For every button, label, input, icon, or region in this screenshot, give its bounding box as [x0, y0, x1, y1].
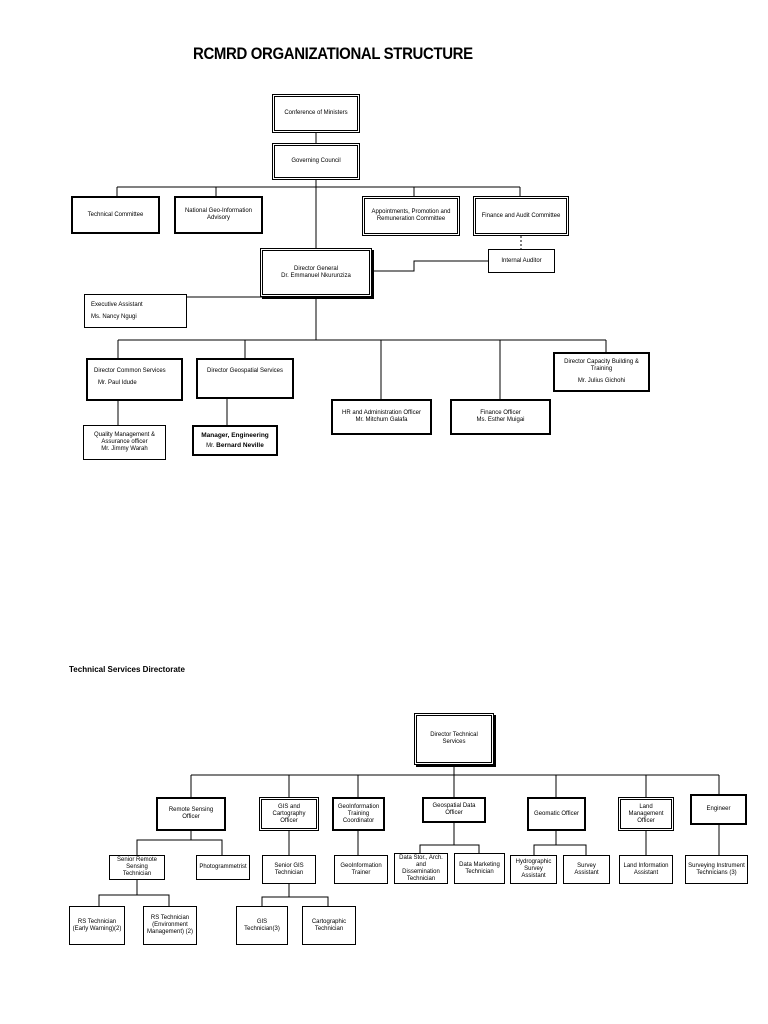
land-info-label: Land Information Assistant [623, 862, 669, 876]
director-general-box: Director General Dr. Emmanuel Nkurunziza [260, 248, 372, 297]
rs-early-label: RS Technician (Early Warning)(2) [72, 918, 122, 932]
page-title: RCMRD ORGANIZATIONAL STRUCTURE [193, 44, 473, 63]
council-label: Governing Council [291, 158, 341, 164]
survey-assistant-label: Survey Assistant [574, 862, 599, 876]
dg-name: Dr. Emmanuel Nkurunziza [281, 272, 351, 279]
geospatial-title: Director Geospatial Services [206, 368, 284, 374]
senior-gis-label: Senior GIS Technician [274, 862, 304, 876]
eng-name-row: Mr. Bernard Neville [206, 442, 264, 450]
eng-title: Manager, Engineering [201, 431, 269, 439]
conference-label: Conference of Ministers [284, 110, 348, 116]
data-marketing-technician-box: Data Marketing Technician [454, 853, 505, 884]
geospatial-data-officer-box: Geospatial Data Officer [422, 797, 486, 823]
data-storage-label: Data Stor., Arch. and Dissemination Tech… [399, 854, 443, 882]
governing-council-box: Governing Council [272, 143, 360, 180]
exec-title: Executive Assistant [91, 301, 143, 308]
geomatic-officer-box: Geomatic Officer [527, 797, 586, 831]
rs-technician-early-warning-box: RS Technician (Early Warning)(2) [69, 906, 125, 945]
surveying-instr-label: Surveying Instrument Technicians (3) [688, 862, 745, 876]
data-storage-technician-box: Data Stor., Arch. and Dissemination Tech… [394, 853, 448, 884]
hr-admin-officer-box: HR and Administration Officer Mr. Mitchu… [331, 399, 432, 435]
photogrammetrist-box: Photogrammetrist [196, 855, 250, 880]
engineer-label: Engineer [706, 806, 731, 812]
executive-assistant-box: Executive Assistant Ms. Nancy Ngugi [84, 294, 187, 328]
common-title: Director Common Services [94, 368, 166, 374]
director-geospatial-services-box: Director Geospatial Services [196, 358, 294, 399]
remote-sensing-officer-box: Remote Sensing Officer [156, 797, 226, 831]
senior-gis-technician-box: Senior GIS Technician [262, 855, 316, 884]
hydrographic-label: Hydrographic Survey Assistant [515, 859, 552, 879]
survey-assistant-box: Survey Assistant [563, 855, 610, 884]
senior-rs-label: Senior Remote Sensing Technician [116, 857, 158, 877]
quality-officer-box: Quality Management & Assurance officer M… [83, 425, 166, 460]
exec-name: Ms. Nancy Ngugi [91, 313, 137, 320]
remote-sensing-label: Remote Sensing Officer [168, 807, 214, 820]
conference-of-ministers-box: Conference of Ministers [272, 94, 360, 133]
surveying-instrument-technicians-box: Surveying Instrument Technicians (3) [685, 855, 748, 884]
geoinfo-trainer-box: GeoInformation Trainer [334, 855, 388, 884]
cartographic-label: Cartographic Technician [311, 918, 347, 932]
capacity-name: Mr. Julius Gichohi [577, 378, 626, 384]
gis-cartography-officer-box: GIS and Cartography Officer [259, 797, 319, 831]
capacity-title: Director Capacity Building & Training [564, 359, 639, 372]
senior-rs-technician-box: Senior Remote Sensing Technician [109, 855, 165, 880]
finance-officer-box: Finance Officer Ms. Esther Muigai [450, 399, 551, 435]
land-mgmt-label: Land Management Officer [628, 803, 664, 824]
manager-engineering-box: Manager, Engineering Mr. Bernard Neville [192, 425, 278, 456]
finance-name: Ms. Esther Muigai [476, 417, 525, 423]
gis-carto-label: GIS and Cartography Officer [272, 803, 306, 824]
photogrammetrist-label: Photogrammetrist [199, 864, 247, 870]
director-technical-services-box: Director Technical Services [414, 713, 494, 765]
land-information-assistant-box: Land Information Assistant [619, 855, 673, 884]
geo-advisory-box: National Geo-Information Advisory [174, 196, 263, 234]
section-title: Technical Services Directorate [69, 665, 185, 674]
cartographic-technician-box: Cartographic Technician [302, 906, 356, 945]
finance-title: Finance Officer [480, 410, 521, 416]
gis-tech-label: GIS Technician(3) [244, 918, 280, 932]
technical-committee-box: Technical Committee [71, 196, 160, 234]
quality-name: Mr. Jimmy Warah [101, 446, 148, 452]
finance-audit-label: Finance and Audit Committee [481, 212, 561, 219]
geoinfo-trainer-label: GeoInformation Trainer [340, 862, 382, 876]
eng-name: Bernard Neville [216, 441, 264, 449]
quality-title: Quality Management & Assurance officer [93, 432, 156, 445]
gis-technician-box: GIS Technician(3) [236, 906, 288, 945]
hr-title: HR and Administration Officer [342, 410, 421, 416]
dg-title: Director General [293, 265, 338, 272]
geomatic-label: Geomatic Officer [534, 810, 579, 817]
common-name: Mr. Paul Idude [98, 380, 137, 386]
tech-director-label: Director Technical Services [430, 732, 478, 745]
internal-auditor-box: Internal Auditor [488, 249, 555, 273]
geoinfo-training-label: GeoInformation Training Coordinator [337, 803, 380, 824]
rs-env-label: RS Technician (Environment Management) (… [146, 915, 194, 935]
hydrographic-assistant-box: Hydrographic Survey Assistant [510, 855, 557, 884]
hr-name: Mr. Mitchum Galafa [355, 417, 408, 423]
internal-auditor-label: Internal Auditor [501, 257, 542, 264]
appointments-committee-box: Appointments, Promotion and Remuneration… [362, 196, 460, 236]
tech-committee-label: Technical Committee [87, 211, 144, 218]
director-capacity-building-box: Director Capacity Building & Training Mr… [553, 352, 650, 392]
land-management-officer-box: Land Management Officer [618, 797, 674, 831]
geo-advisory-label: National Geo-Information Advisory [184, 208, 253, 221]
director-common-services-box: Director Common Services Mr. Paul Idude [86, 358, 183, 401]
appointments-label: Appointments, Promotion and Remuneration… [371, 209, 451, 222]
eng-name-prefix: Mr. [206, 442, 215, 449]
rs-technician-environment-box: RS Technician (Environment Management) (… [143, 906, 197, 945]
data-marketing-label: Data Marketing Technician [459, 861, 500, 875]
finance-audit-committee-box: Finance and Audit Committee [473, 196, 569, 236]
geospatial-data-label: Geospatial Data Officer [432, 803, 476, 816]
engineer-box: Engineer [690, 794, 747, 825]
geoinfo-training-coordinator-box: GeoInformation Training Coordinator [332, 797, 385, 831]
